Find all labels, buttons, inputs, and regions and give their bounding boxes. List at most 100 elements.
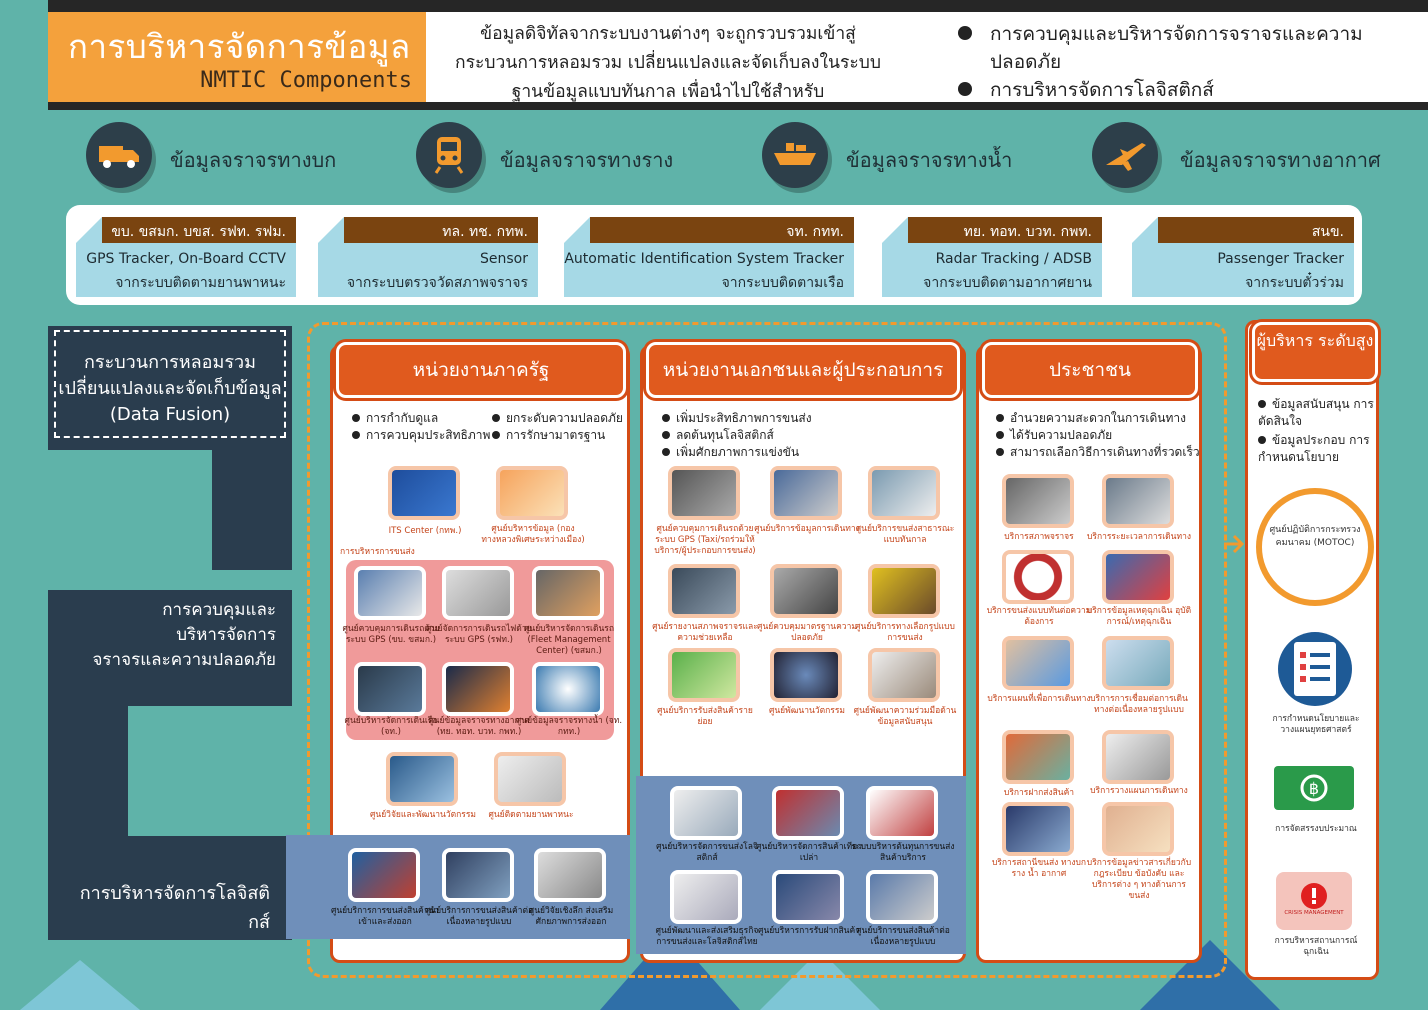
train-icon: [416, 122, 482, 188]
fusion-dashed-border: [54, 330, 286, 438]
center-image: [354, 662, 426, 716]
control-line: การควบคุมและ: [162, 600, 276, 620]
caption: การบริหารสถานการณ์ฉุกเฉิน: [1274, 936, 1358, 957]
card-wedge: [882, 217, 908, 243]
caption: บริการการเชื่อมต่อการเดินทางต่อเนื่องหลา…: [1090, 694, 1188, 715]
column-header-private: หน่วยงานเอกชนและผู้ประกอบการ: [646, 342, 960, 398]
column-header-government: หน่วยงานภาครัฐ: [336, 342, 626, 398]
card-wedge: [1132, 217, 1158, 243]
center-image: [668, 466, 740, 520]
caption: บริการแผนที่เพื่อการเดินทาง: [987, 694, 1091, 704]
bullet-dot-icon: [492, 431, 500, 439]
exec-bullet: ข้อมูลประกอบ การกำหนดนโยบาย: [1258, 432, 1374, 466]
bullet-dot-icon: [996, 414, 1004, 422]
source-agency: ทย. ทอท. บวท. กพท.: [908, 217, 1102, 243]
caption: ศูนย์บริหารจัดการสินค้าเทียวเปล่า: [756, 842, 862, 863]
gov-bullet: การรักษามาตรฐาน: [492, 427, 623, 444]
title-box: [48, 12, 426, 102]
source-desc: จากระบบติดตามอากาศยาน: [923, 275, 1092, 291]
header-bullets: การควบคุมและบริหารจัดการจราจรและความ ปลอ…: [958, 20, 1398, 104]
service-image: [1002, 550, 1074, 604]
page-title: การบริหารจัดการข้อมูล: [68, 27, 411, 66]
logistics-image: [772, 786, 844, 840]
flow-connector: [48, 706, 128, 836]
column-header-public: ประชาชน: [982, 342, 1198, 398]
service-image: [1002, 474, 1074, 528]
bullet-text: ข้อมูลสนับสนุน การตัดสินใจ: [1258, 397, 1374, 428]
bullet-text: การบริหารจัดการโลจิสติกส์: [990, 79, 1214, 101]
source-agency: ทล. ทช. กทพ.: [344, 217, 538, 243]
source-body: Radar Tracking / ADSB จากระบบติดตามอากาศย…: [882, 243, 1102, 297]
center-image: [770, 466, 842, 520]
caption: ศูนย์บริการการขนส่งสินค้านำเข้าและส่งออก: [330, 906, 440, 927]
source-body: Passenger Tracker จากระบบตั๋วร่วม: [1132, 243, 1354, 297]
source-card-water: จท. กทท. Automatic Identification System…: [564, 217, 854, 297]
truck-icon: [86, 122, 152, 188]
bullet-dot-icon: [662, 448, 670, 456]
transport-label-air: ข้อมูลจราจรทางอากาศ: [1180, 148, 1381, 172]
center-image: [532, 662, 604, 716]
bullet-text: ปลอดภัย: [990, 51, 1062, 73]
service-image: [1102, 474, 1174, 528]
gov-bullet: การกำกับดูแล: [352, 410, 490, 427]
transport-label-land: ข้อมูลจราจรทางบก: [170, 148, 337, 172]
caption: ศูนย์พัฒนานวัตกรรม: [768, 706, 846, 716]
caption: ศูนย์วิจัยเชิงลึก ส่งเสริมศักยภาพการส่งอ…: [528, 906, 614, 927]
caption: ศูนย์ข้อมูลจราจรทางน้ำ (จท. กทท.): [515, 716, 623, 737]
logistics-image: [348, 848, 420, 902]
source-card-air: ทย. ทอท. บวท. กพท. Radar Tracking / ADSB…: [882, 217, 1102, 297]
bullet-text: ข้อมูลประกอบ การกำหนดนโยบาย: [1258, 433, 1370, 464]
center-image: [770, 648, 842, 702]
source-desc: จากระบบตั๋วร่วม: [1245, 275, 1344, 291]
bullet-dot-icon: [662, 414, 670, 422]
data-center-image: [496, 466, 568, 520]
flow-box-control: [48, 590, 292, 706]
logistics-image: [670, 786, 742, 840]
source-tracker: Automatic Identification System Tracker: [564, 251, 844, 267]
service-image: [1102, 550, 1174, 604]
caption: ศูนย์รายงานสภาพจราจรและความช่วยเหลือ: [652, 622, 758, 643]
control-line: บริหารจัดการ: [176, 625, 276, 645]
caption: การจัดสรรงบประมาณ: [1275, 824, 1357, 834]
public-bullet: สามารถเลือกวิธีการเดินทางที่รวดเร็ว: [996, 444, 1200, 461]
intro-line: ข้อมูลดิจิทัลจากระบบงานต่างๆ จะถูกรวบรวม…: [480, 24, 856, 44]
logistics-text: การบริหารจัดการโลจิสติกส์: [79, 883, 270, 933]
caption: ศูนย์บริการการขนส่งสินค้าต่อเนื่องหลายรู…: [424, 906, 534, 927]
caption: ศูนย์บริการทางเลือกรูปแบบการขนส่ง: [855, 622, 955, 643]
flow-connector: [212, 450, 292, 570]
caption: ระบบบริหารต้นทุนการขนส่งสินค้าบริการ: [851, 842, 955, 863]
bullet-text: การควบคุมและบริหารจัดการจราจรและความ: [990, 23, 1363, 45]
motoc-label: ศูนย์ปฏิบัติการกระทรวงคมนาคม (MOTOC): [1269, 525, 1361, 548]
source-desc: จากระบบตรวจวัดสภาพจราจร: [346, 275, 528, 291]
source-card-road: ทล. ทช. กทพ. Sensor จากระบบตรวจวัดสภาพจรา…: [318, 217, 538, 297]
bullet-dot-icon: [996, 431, 1004, 439]
bullet-text: ได้รับความปลอดภัย: [1010, 428, 1113, 442]
budget-money-icon: ฿: [1274, 766, 1354, 810]
private-bullets: เพิ่มประสิทธิภาพการขนส่ง ลดต้นทุนโลจิสติ…: [662, 410, 812, 461]
caption: ศูนย์บริการรับส่งสินค้ารายย่อย: [657, 706, 753, 727]
group-label: การบริหารการขนส่ง: [340, 547, 415, 557]
source-tracker: Radar Tracking / ADSB: [935, 251, 1092, 267]
card-wedge: [318, 217, 344, 243]
ship-icon: [762, 122, 828, 188]
fusion-line: เปลี่ยนแปลงและจัดเก็บข้อมูล: [58, 378, 282, 399]
logistics-image: [866, 870, 938, 924]
caption: บริการขนส่งแบบทันต่อความต้องการ: [986, 606, 1092, 627]
bullet-dot-icon: [352, 431, 360, 439]
control-text: การควบคุมและ บริหารจัดการ จราจรและความปล…: [80, 598, 276, 673]
fusion-line: (Data Fusion): [109, 404, 231, 425]
source-tracker: Passenger Tracker: [1217, 251, 1344, 267]
center-image: [868, 564, 940, 618]
bullet-dot-icon: [662, 431, 670, 439]
caption: การกำหนดนโยบายและวางแผนยุทธศาสตร์: [1272, 714, 1360, 735]
bullet-text: ยกระดับความปลอดภัย: [506, 411, 623, 425]
policy-checklist-icon: [1278, 632, 1352, 706]
source-tracker: Sensor: [480, 251, 528, 267]
fusion-box: [48, 326, 292, 450]
logistics-image: [866, 786, 938, 840]
center-image: [668, 564, 740, 618]
its-center-image: [388, 466, 460, 520]
caption: ศูนย์บริการขนส่งสาธารณะแบบทันกาล: [855, 524, 955, 545]
source-desc: จากระบบติดตามเรือ: [721, 275, 844, 291]
